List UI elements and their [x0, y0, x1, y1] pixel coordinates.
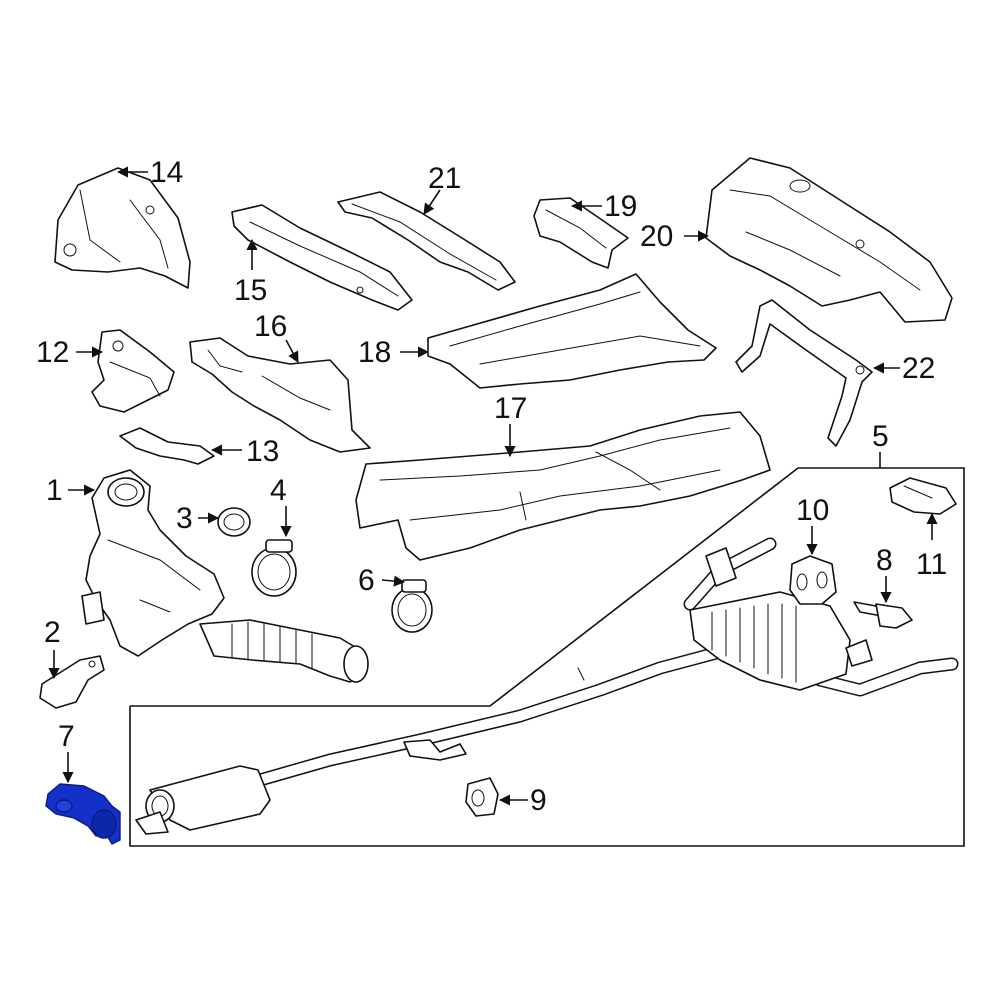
part-19-heat-shield[interactable]: [533, 197, 629, 269]
callout-15-label: 15: [234, 274, 267, 307]
callout-3-label: 3: [176, 502, 193, 535]
callout-8: 8: [876, 544, 893, 604]
callout-6-label: 6: [358, 564, 375, 597]
part-4-clamp[interactable]: [251, 539, 297, 597]
callout-20: 20: [640, 220, 710, 253]
callout-4-label: 4: [270, 474, 287, 507]
callout-8-label: 8: [876, 544, 893, 577]
callout-12-label: 12: [36, 336, 69, 369]
callout-1-label: 1: [46, 474, 63, 507]
callout-22-label: 22: [902, 352, 935, 385]
callout-2-label: 2: [44, 616, 61, 649]
part-8-bolt-bracket[interactable]: [853, 601, 913, 629]
callout-10: 10: [796, 494, 829, 556]
callout-13: 13: [210, 435, 279, 468]
callout-14: 14: [116, 156, 183, 189]
callout-13-label: 13: [246, 435, 279, 468]
callout-4: 4: [270, 474, 292, 538]
callout-17-label: 17: [494, 392, 527, 425]
callout-19-label: 19: [604, 190, 637, 223]
callout-17: 17: [494, 392, 527, 458]
part-11-bracket[interactable]: [889, 477, 957, 515]
part-17-tunnel-heat-shield[interactable]: [355, 411, 771, 561]
callout-16-label: 16: [254, 310, 287, 343]
callout-16: 16: [254, 310, 299, 363]
part-13-bracket[interactable]: [119, 427, 215, 465]
part-18-heat-shield[interactable]: [427, 273, 717, 389]
part-21-bracket[interactable]: [337, 191, 516, 291]
part-22-hanger-strap[interactable]: [735, 299, 873, 447]
part-20-main-heat-shield[interactable]: [705, 157, 953, 323]
part-2-bracket[interactable]: [39, 655, 105, 709]
callout-6: 6: [358, 564, 406, 597]
callout-14-label: 14: [150, 156, 183, 189]
callout-9: 9: [498, 784, 547, 817]
part-1-catalytic-converter[interactable]: [81, 469, 369, 683]
callout-20-label: 20: [640, 220, 673, 253]
part-3-gasket[interactable]: [217, 507, 251, 537]
callout-10-label: 10: [796, 494, 829, 527]
callout-18: 18: [358, 336, 430, 369]
callout-12: 12: [36, 336, 104, 369]
part-7-exhaust-hanger-highlighted[interactable]: [45, 783, 121, 845]
callout-5-label: 5: [872, 420, 889, 453]
callout-15: 15: [234, 238, 267, 307]
callout-5: 5: [872, 420, 889, 468]
assembly-5-box: [129, 467, 965, 847]
callout-9-label: 9: [530, 784, 547, 817]
callout-21-label: 21: [428, 162, 461, 195]
exhaust-pipe-assembly[interactable]: [135, 537, 959, 835]
part-9-isolator[interactable]: [465, 777, 499, 817]
callout-3: 3: [176, 502, 220, 535]
callout-22: 22: [872, 352, 935, 385]
callout-11: 11: [916, 512, 947, 581]
part-12-bracket[interactable]: [91, 329, 175, 413]
part-6-clamp[interactable]: [391, 579, 433, 633]
callout-11-label: 11: [916, 548, 947, 581]
callout-21: 21: [423, 162, 461, 215]
callout-7-label: 7: [58, 720, 75, 753]
callout-7: 7: [58, 720, 75, 784]
callout-1: 1: [46, 474, 96, 507]
part-14-heat-shield[interactable]: [54, 167, 191, 289]
callout-18-label: 18: [358, 336, 391, 369]
callout-19: 19: [570, 190, 637, 223]
part-10-rubber-hanger[interactable]: [789, 555, 837, 605]
callout-2: 2: [44, 616, 61, 680]
part-16-heat-shield[interactable]: [189, 337, 371, 453]
